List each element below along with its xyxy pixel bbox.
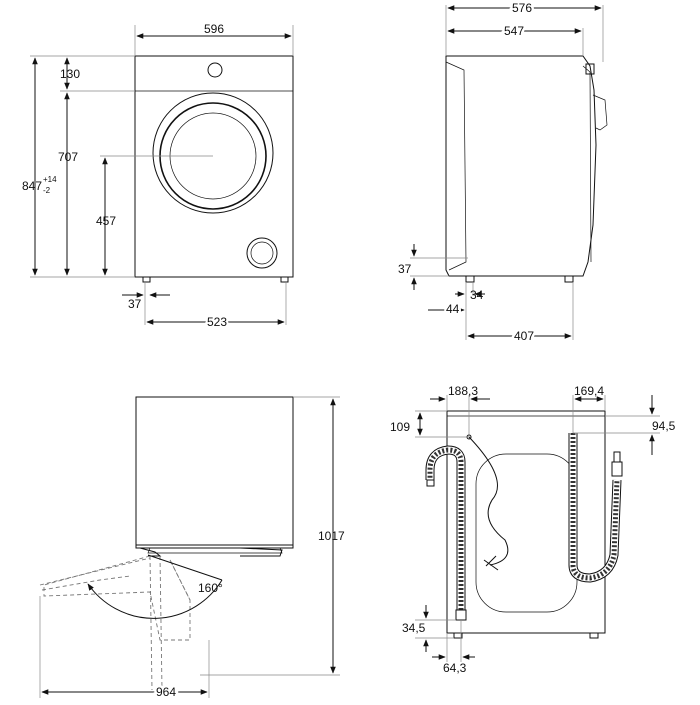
open-door-outline: [43, 555, 191, 641]
front-total-height-plus: +14: [43, 175, 57, 184]
rear-body: [446, 410, 606, 634]
door-outer: [152, 92, 274, 214]
front-width-label: 596: [204, 22, 224, 36]
rear-left-offset-label: 188,3: [448, 384, 478, 398]
top-view-body: [135, 396, 294, 546]
front-total-height-label: 847: [22, 179, 42, 193]
front-foot-label: 37: [128, 297, 142, 311]
rear-panel: [475, 453, 578, 613]
rear-bottom-offset-label: 64,3: [443, 661, 467, 675]
side-depth-total-label: 576: [512, 1, 532, 15]
side-foot-offset-label: 44: [446, 302, 460, 316]
side-foot-width-label: 34: [470, 288, 484, 302]
door-width-label: 964: [156, 685, 176, 699]
inlet-hose: [570, 433, 620, 581]
front-feet-span-label: 523: [207, 315, 227, 329]
door-angle-label: 160°: [198, 581, 223, 595]
door-swing-view: 160° 1017 964: [39, 396, 345, 702]
side-foot-height-label: 37: [398, 262, 412, 276]
rear-view: 188,3 169,4 109 94,5 34,5 64,3: [390, 384, 676, 675]
side-body: [445, 55, 597, 277]
front-body: [134, 55, 294, 278]
rear-top-right-label: 94,5: [652, 419, 676, 433]
rear-top-left-label: 109: [390, 420, 410, 434]
swing-arc: [87, 579, 223, 619]
side-depth-body-label: 547: [504, 24, 524, 38]
side-view: 576 547 37 34 44 407: [398, 0, 608, 346]
rear-right-offset-label: 169,4: [574, 384, 604, 398]
side-feet-depth-label: 407: [514, 329, 534, 343]
front-door-center-label: 457: [96, 214, 116, 228]
drain-hose: [427, 447, 464, 610]
rear-bottom-height-label: 34,5: [402, 621, 426, 635]
power-cord: [468, 436, 509, 566]
front-top-label: 130: [60, 67, 80, 81]
drain-filter-cover: [246, 237, 278, 269]
door-height-label: 1017: [318, 529, 345, 543]
front-door-height-label: 707: [58, 150, 78, 164]
front-view: 596 130 707 457 847 +14 -2 37 523: [22, 22, 294, 331]
front-total-height-minus: -2: [43, 186, 51, 195]
control-knob: [207, 62, 223, 78]
